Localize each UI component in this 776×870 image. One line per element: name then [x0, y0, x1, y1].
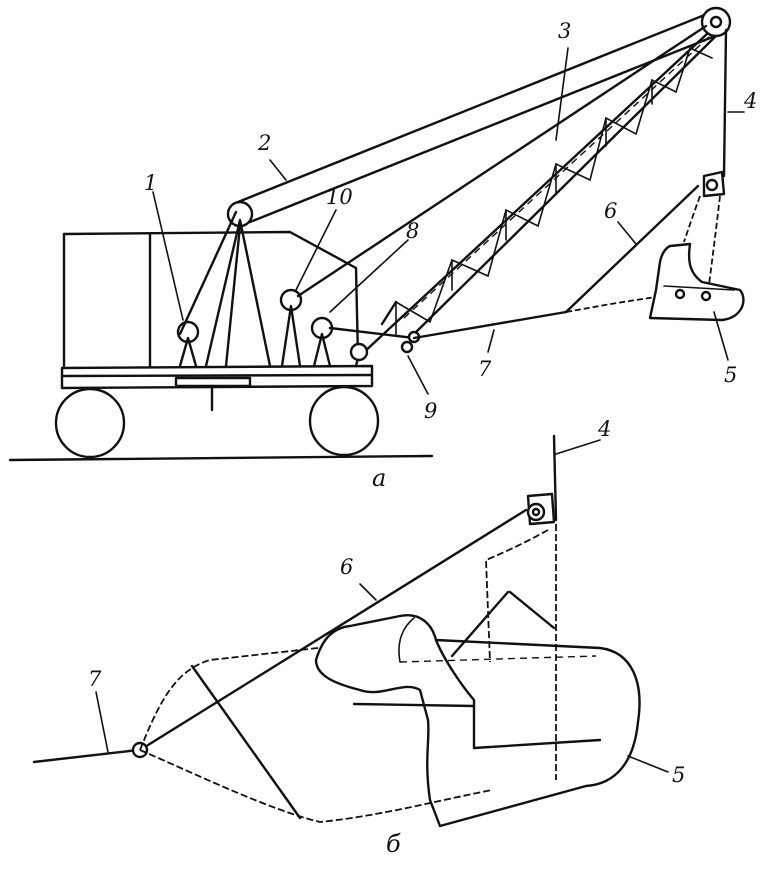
figure-b-labels: 4 6 7 5 б [88, 417, 685, 858]
boom-pendant [236, 10, 714, 204]
label-6: 6 [604, 199, 617, 223]
a-frame [204, 218, 272, 368]
fairlead-9 [400, 340, 414, 354]
label-10: 10 [326, 185, 353, 209]
boom-foot-pin [349, 342, 369, 362]
chassis [60, 364, 374, 390]
spreader-bar [190, 664, 302, 820]
figure-a-excavator [8, 6, 745, 462]
caption-b: б [386, 830, 401, 858]
label-4: 4 [743, 89, 757, 113]
drag-rope-7-b [32, 748, 140, 764]
bucket-a [648, 242, 745, 322]
drag-chain-upper [139, 647, 319, 751]
label-5-b: 5 [672, 763, 685, 787]
label-7: 7 [478, 357, 492, 381]
label-2: 2 [257, 131, 271, 155]
rear-wheel [308, 385, 380, 457]
bucket-b [314, 614, 641, 828]
caption-a: а [372, 464, 386, 492]
hoist-rope [296, 24, 708, 298]
figure-a-labels: 1 2 3 4 5 6 7 8 9 10 а [144, 19, 757, 492]
label-5: 5 [724, 363, 737, 387]
label-6-b: 6 [340, 555, 353, 579]
hoist-line-4 [722, 28, 728, 178]
dump-chain [485, 529, 549, 663]
hoist-line-4-b [552, 434, 558, 522]
drag-rope-from-drum [328, 326, 416, 340]
label-8: 8 [406, 219, 419, 243]
label-7-b: 7 [88, 667, 102, 691]
label-1: 1 [144, 171, 157, 195]
front-wheel [54, 387, 126, 459]
drag-chain-lower [139, 749, 493, 823]
dump-rope-6 [564, 184, 700, 314]
label-4-b: 4 [597, 417, 611, 441]
ground-line [8, 454, 434, 462]
dump-rope-6-b [138, 508, 528, 752]
drag-rope-7 [412, 310, 568, 340]
label-9: 9 [424, 399, 437, 423]
boom [360, 18, 724, 356]
figure-b-bucket [32, 434, 641, 828]
label-3: 3 [558, 19, 571, 43]
